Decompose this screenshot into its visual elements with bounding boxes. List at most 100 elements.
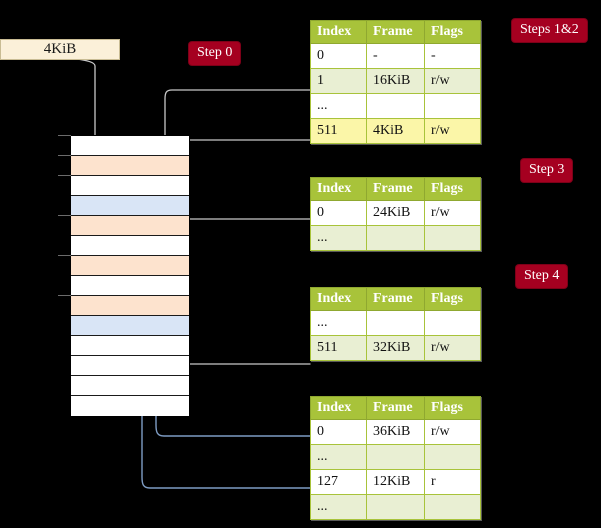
cell-frame: 16KiB (366, 68, 425, 94)
table-row: ... (310, 310, 481, 336)
col-header-flags: Flags (424, 396, 481, 420)
badge-step-4: Step 4 (516, 265, 568, 288)
memory-tick-0 (58, 135, 71, 136)
cell-index: 127 (310, 469, 367, 495)
memory-tick-2 (58, 175, 71, 176)
cell-frame (366, 225, 425, 251)
col-header-frame: Frame (366, 287, 425, 311)
col-header-flags: Flags (424, 20, 481, 44)
cell-flags: r/w (424, 335, 481, 361)
table-row: ... (310, 225, 481, 251)
badge-step-0: Step 0 (189, 42, 241, 65)
cell-index: 1 (310, 68, 367, 94)
table-row: 0-- (310, 43, 481, 69)
badge-steps-1-2-label: Steps 1&2 (520, 22, 579, 37)
table-row: ... (310, 444, 481, 470)
cell-flags: r/w (424, 419, 481, 445)
memory-frame-5 (71, 236, 189, 256)
cell-flags: r/w (424, 200, 481, 226)
cell-frame: 36KiB (366, 419, 425, 445)
memory-frame-13 (71, 396, 189, 416)
source-frame-label: 4KiB (43, 41, 77, 57)
physical-memory-column (70, 135, 190, 416)
table-header-row: Index Frame Flags (310, 396, 481, 420)
col-header-frame: Frame (366, 396, 425, 420)
col-header-frame: Frame (366, 177, 425, 201)
memory-frame-3 (71, 196, 189, 216)
badge-step-3: Step 3 (521, 159, 573, 182)
cell-frame: 4KiB (366, 118, 425, 144)
memory-tick-1 (58, 155, 71, 156)
cell-index: ... (310, 93, 367, 119)
cell-frame: 24KiB (366, 200, 425, 226)
memory-frame-1 (71, 156, 189, 176)
cell-index: 511 (310, 335, 367, 361)
memory-frame-6 (71, 256, 189, 276)
memory-tick-4 (58, 215, 71, 216)
table-row: ... (310, 494, 481, 520)
cell-index: ... (310, 494, 367, 520)
table-row: ... (310, 93, 481, 119)
badge-step-3-label: Step 3 (529, 162, 565, 177)
cell-index: ... (310, 444, 367, 470)
cell-index: ... (310, 225, 367, 251)
cell-index: ... (310, 310, 367, 336)
cell-flags: r/w (424, 118, 481, 144)
cell-frame: 32KiB (366, 335, 425, 361)
memory-frame-12 (71, 376, 189, 396)
cell-flags: - (424, 43, 481, 69)
table-header-row: Index Frame Flags (310, 177, 481, 201)
col-header-frame: Frame (366, 20, 425, 44)
cell-flags (424, 225, 481, 251)
memory-frame-7 (71, 276, 189, 296)
wire-frame4-to-table1 (182, 218, 311, 264)
source-frame-box: 4KiB (0, 39, 120, 60)
cell-index: 0 (310, 43, 367, 69)
memory-tick-6 (58, 255, 71, 256)
memory-frame-4 (71, 216, 189, 236)
cell-flags: r/w (424, 68, 481, 94)
badge-steps-1-2: Steps 1&2 (512, 19, 587, 42)
table-header-row: Index Frame Flags (310, 20, 481, 44)
cell-frame (366, 93, 425, 119)
col-header-flags: Flags (424, 287, 481, 311)
cell-flags: r (424, 469, 481, 495)
cell-flags (424, 93, 481, 119)
badge-step-0-label: Step 0 (197, 45, 233, 60)
cell-frame: - (366, 43, 425, 69)
memory-frame-8 (71, 296, 189, 316)
cell-frame (366, 444, 425, 470)
memory-frame-0 (71, 136, 189, 156)
memory-frame-2 (71, 176, 189, 196)
cell-index: 0 (310, 200, 367, 226)
cell-flags (424, 310, 481, 336)
col-header-index: Index (310, 396, 367, 420)
memory-frame-10 (71, 336, 189, 356)
col-header-index: Index (310, 20, 367, 44)
cell-index: 511 (310, 118, 367, 144)
col-header-index: Index (310, 177, 367, 201)
cell-flags (424, 494, 481, 520)
col-header-flags: Flags (424, 177, 481, 201)
cell-flags (424, 444, 481, 470)
cell-frame (366, 494, 425, 520)
cell-frame: 12KiB (366, 469, 425, 495)
table-header-row: Index Frame Flags (310, 287, 481, 311)
cell-frame (366, 310, 425, 336)
memory-frame-11 (71, 356, 189, 376)
col-header-index: Index (310, 287, 367, 311)
